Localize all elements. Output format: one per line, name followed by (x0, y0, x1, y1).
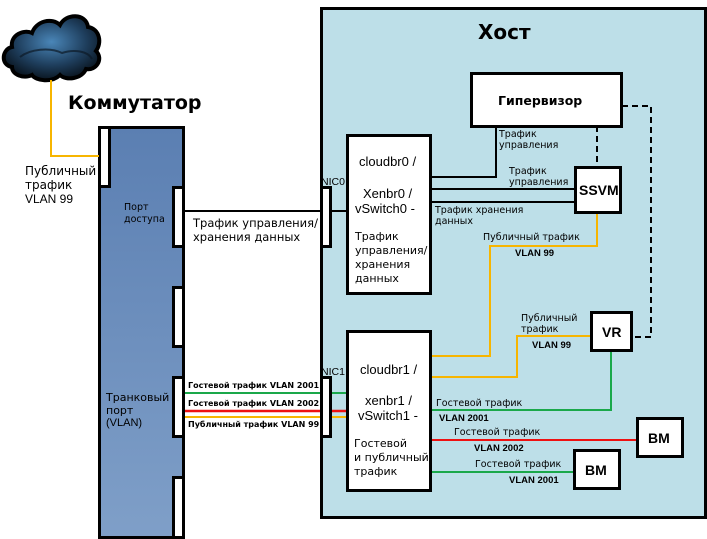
nic1-label: NIC1 (321, 366, 345, 378)
switch-port-empty-2[interactable] (172, 476, 185, 539)
wire-hyp-vr-ctrl (622, 105, 652, 338)
vm1-label: ВМ (648, 430, 670, 446)
cloud-icon (1, 14, 102, 83)
trunk-port-label-line: (VLAN) (106, 417, 143, 429)
hyp-mgmt-label-line: управления (499, 140, 559, 151)
bridge1-desc-line: трафик (354, 465, 398, 478)
vr-guest-label: Гостевой трафик (436, 398, 523, 409)
ssvm-storage-label-line: Трафик хранения (435, 205, 524, 216)
hypervisor-label: Гипервизор (498, 93, 583, 108)
bridge0-name-line3: vSwitch0 - (355, 201, 415, 216)
ssvm-box[interactable]: SSVM (574, 166, 622, 214)
switch-title: Коммутатор (68, 92, 202, 114)
ssvm-storage-label: Трафик хранения данных (435, 205, 523, 227)
access-link-label-line: Трафик управления/ (193, 216, 318, 230)
access-port-label-line: доступа (124, 214, 165, 225)
bridge0-desc-line: управления/ (355, 244, 428, 257)
bridge1-desc: Гостевой и публичный трафик (354, 437, 429, 479)
ssvm-public-label: Публичный трафик (483, 232, 580, 243)
trunk-link-label-99: Публичный трафик VLAN 99 (188, 420, 320, 429)
nic1-port[interactable] (320, 376, 332, 438)
switch-uplink-port[interactable] (98, 126, 111, 188)
vr-public-label-line: Публичный (521, 313, 578, 324)
uplink-label-line: Публичный (25, 164, 97, 178)
access-link-label-line: хранения данных (193, 230, 301, 244)
wire-vr-public (430, 335, 591, 378)
uplink-label-line: трафик (25, 178, 73, 192)
wire-ssvm-public (430, 214, 598, 357)
wire-vr-guest (430, 351, 612, 411)
vm2-box[interactable]: ВМ (573, 449, 621, 490)
hyp-mgmt-label-line: Трафик (499, 129, 537, 140)
trunk-port-label: Транковый порт (VLAN) (106, 391, 169, 430)
bridge0-box[interactable]: cloudbr0 / Xenbr0 / vSwitch0 - Трафик уп… (346, 134, 432, 295)
ssvm-public-vlan: VLAN 99 (515, 248, 555, 259)
ssvm-mgmt-label-line: управления (509, 177, 569, 188)
access-port-label: Порт доступа (124, 202, 165, 226)
trunk-link-label-2001: Гостевой трафик VLAN 2001 (188, 381, 320, 390)
vr-box[interactable]: VR (590, 311, 633, 352)
bridge0-name-line2: Xenbr0 / (363, 186, 413, 201)
bridge1-desc-line: и публичный (354, 451, 429, 464)
vm1-guest-vlan: VLAN 2002 (474, 443, 524, 454)
vm1-guest-label: Гостевой трафик (454, 427, 541, 438)
bridge0-name-line1: cloudbr0 / (359, 154, 417, 169)
vm2-guest-label: Гостевой трафик (475, 459, 562, 470)
vr-public-label-line: трафик (521, 324, 559, 335)
bridge1-name-line3: vSwitch1 - (358, 408, 418, 423)
vr-public-vlan: VLAN 99 (532, 340, 572, 351)
hypervisor-box[interactable]: Гипервизор (470, 72, 623, 128)
vr-label: VR (602, 324, 622, 340)
switch-access-port[interactable] (172, 186, 185, 248)
bridge0-desc-line: хранения (355, 258, 411, 271)
access-link-label: Трафик управления/ хранения данных (193, 216, 318, 244)
switch-trunk-port[interactable] (172, 376, 185, 438)
bridge0-desc-line: Трафик (355, 230, 399, 243)
ssvm-label: SSVM (579, 182, 619, 198)
trunk-port-label-line: Транковый (106, 391, 170, 404)
uplink-label: Публичный трафик VLAN 99 (25, 164, 96, 206)
wire-cloud-uplink (50, 80, 99, 157)
bridge1-name-line2: xenbr1 / (365, 393, 412, 408)
vr-guest-vlan: VLAN 2001 (439, 413, 489, 424)
access-port-label-line: Порт (124, 202, 149, 213)
bridge1-desc-line: Гостевой (354, 437, 408, 450)
uplink-label-line: VLAN 99 (25, 192, 74, 206)
vm2-guest-vlan: VLAN 2001 (509, 475, 559, 486)
bridge1-box[interactable]: cloudbr1 / xenbr1 / vSwitch1 - Гостевой … (346, 330, 432, 492)
host-title: Хост (478, 20, 531, 44)
vr-public-label: Публичный трафик (521, 313, 577, 335)
vm1-box[interactable]: ВМ (636, 417, 684, 458)
hyp-mgmt-label: Трафик управления (499, 129, 558, 151)
vm2-label: ВМ (585, 462, 607, 478)
switch-port-empty-1[interactable] (172, 286, 185, 348)
trunk-port-label-line: порт (106, 404, 134, 417)
ssvm-storage-label-line: данных (435, 216, 473, 227)
nic0-port[interactable] (320, 186, 332, 248)
bridge0-desc-line: данных (355, 272, 399, 285)
nic0-label: NIC0 (321, 176, 345, 188)
ssvm-mgmt-label: Трафик управления (509, 166, 568, 188)
ssvm-mgmt-label-line: Трафик (509, 166, 547, 177)
wire-hyp-mgmt (430, 126, 497, 178)
bridge1-name-line1: cloudbr1 / (360, 362, 418, 377)
trunk-link-label-2002: Гостевой трафик VLAN 2002 (188, 399, 320, 408)
bridge0-desc: Трафик управления/ хранения данных (355, 230, 427, 286)
